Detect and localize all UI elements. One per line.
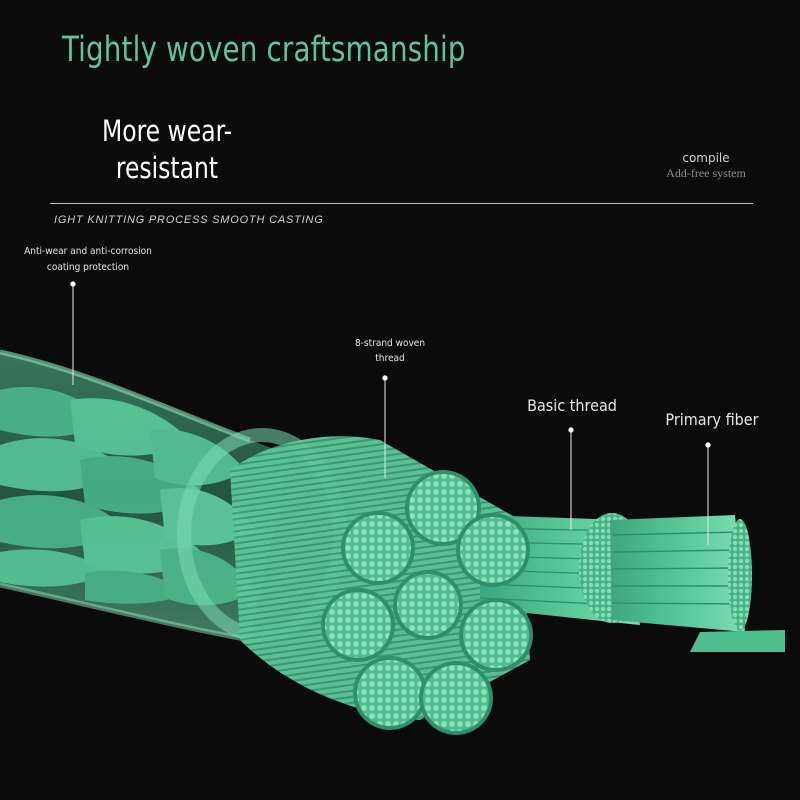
wear-heading-line-2: resistant — [115, 151, 219, 185]
page-title: Tightly woven craftsmanship — [62, 30, 466, 70]
woven-strands — [0, 386, 255, 606]
primary-fiber-bundle — [610, 515, 785, 652]
coating-tube-bottom-edge — [0, 582, 251, 643]
process-caption: IGHT KNITTING PROCESS SMOOTH CASTING — [54, 214, 324, 226]
strand-end — [409, 474, 477, 542]
strand-woven-label: 8-strand woven thread — [335, 336, 445, 366]
strand-end — [345, 515, 411, 581]
coating-label-line-2: coating protection — [46, 262, 130, 273]
strand-label-line-1: 8-strand woven — [354, 338, 426, 349]
add-free-label: Add-free system — [666, 166, 746, 180]
strand-end — [460, 517, 526, 583]
primary-fiber-end — [728, 519, 752, 631]
coating-label-line-1: Anti-wear and anti-corrosion — [24, 246, 152, 257]
strand-end — [423, 665, 489, 731]
coating-protection-label: Anti-wear and anti-corrosion coating pro… — [16, 244, 160, 276]
strand-end — [357, 660, 423, 726]
primary-fiber-tail — [690, 630, 785, 652]
divider-line — [50, 203, 753, 204]
strand-label-line-2: thread — [375, 353, 405, 364]
primary-fiber-label: Primary fiber — [665, 410, 759, 429]
wear-resistant-heading: More wear- resistant — [73, 113, 262, 187]
coating-tube-top-edge — [0, 349, 251, 443]
strand-end — [325, 592, 391, 658]
strand-end — [463, 602, 529, 668]
basic-thread-label: Basic thread — [527, 396, 617, 415]
compile-label: compile — [682, 151, 730, 165]
strand-ends — [321, 470, 533, 735]
wear-heading-line-1: More wear- — [101, 114, 233, 148]
strand-end — [397, 574, 459, 636]
